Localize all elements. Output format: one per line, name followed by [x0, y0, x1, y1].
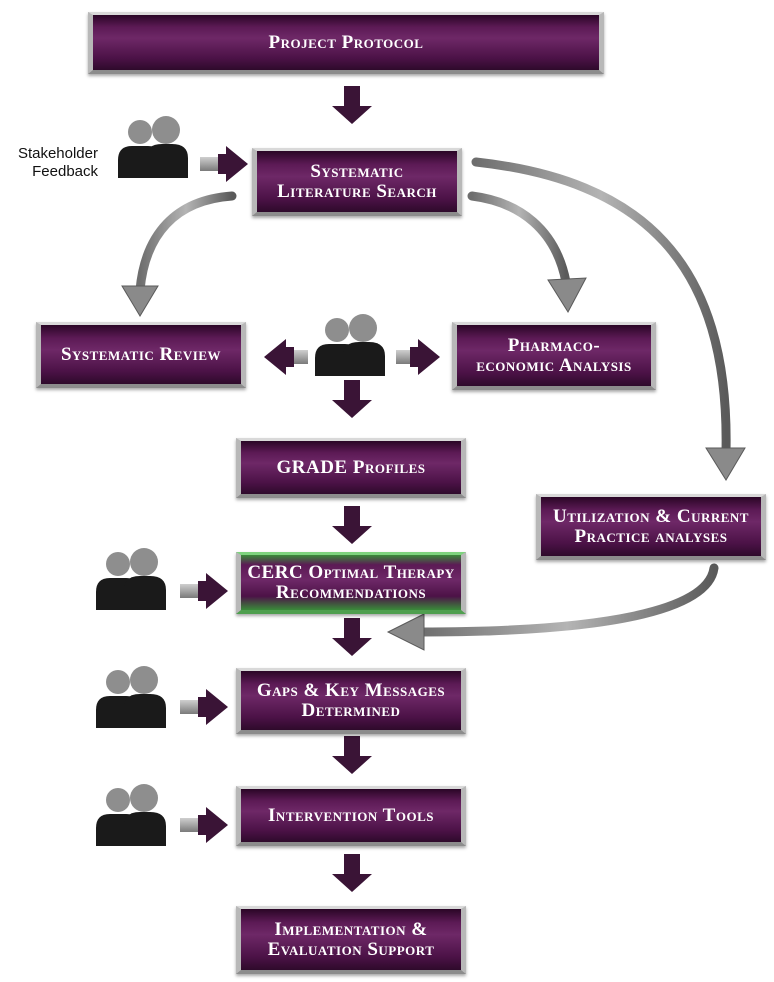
box-label: Implementation & Evaluation Support — [267, 918, 435, 960]
down-arrow-icon — [332, 854, 372, 892]
box-literature-search[interactable]: Systematic Literature Search — [252, 148, 462, 216]
curved-arrow-icon — [386, 563, 719, 651]
curved-arrow-icon — [121, 191, 237, 317]
down-arrow-icon — [332, 86, 372, 124]
down-arrow-icon — [332, 736, 372, 774]
box-label: Intervention Tools — [268, 804, 434, 826]
box-project-protocol[interactable]: Project Protocol — [88, 12, 604, 74]
curved-arrow-icon — [467, 191, 587, 314]
down-arrow-icon — [332, 380, 372, 418]
box-grade-profiles[interactable]: GRADE Profiles — [236, 438, 466, 498]
box-pharmacoeconomic[interactable]: Pharmaco- economic Analysis — [452, 322, 656, 390]
box-label: Systematic Review — [60, 343, 222, 365]
down-arrow-icon — [332, 618, 372, 656]
box-label: CERC Optimal Therapy Recommendations — [247, 561, 455, 603]
box-cerc-recommendations[interactable]: CERC Optimal Therapy Recommendations — [236, 552, 466, 614]
right-arrow-icon — [180, 807, 228, 843]
box-label: Pharmaco- economic Analysis — [476, 334, 632, 376]
right-arrow-icon — [180, 689, 228, 725]
stakeholder-group-icon — [118, 116, 188, 178]
right-arrow-icon — [396, 339, 440, 375]
box-utilization[interactable]: Utilization & Current Practice analyses — [536, 494, 766, 560]
stakeholder-group-icon — [96, 548, 166, 610]
stakeholder-group-icon — [96, 666, 166, 728]
box-intervention-tools[interactable]: Intervention Tools — [236, 786, 466, 846]
curved-arrow-icon — [471, 157, 746, 481]
box-systematic-review[interactable]: Systematic Review — [36, 322, 246, 388]
box-label: Systematic Literature Search — [277, 160, 437, 202]
stakeholder-group-icon — [315, 314, 385, 376]
left-arrow-icon — [264, 339, 308, 375]
down-arrow-icon — [332, 506, 372, 544]
box-label: GRADE Profiles — [276, 456, 426, 478]
box-label: Gaps & Key Messages Determined — [256, 679, 446, 721]
stakeholder-feedback-label: Stakeholder Feedback — [17, 145, 98, 180]
box-label: Project Protocol — [268, 31, 424, 53]
box-label: Utilization & Current Practice analyses — [553, 505, 749, 547]
box-gaps-key-messages[interactable]: Gaps & Key Messages Determined — [236, 668, 466, 734]
stakeholder-group-icon — [96, 784, 166, 846]
box-implementation[interactable]: Implementation & Evaluation Support — [236, 906, 466, 974]
right-arrow-icon — [200, 146, 248, 182]
right-arrow-icon — [180, 573, 228, 609]
